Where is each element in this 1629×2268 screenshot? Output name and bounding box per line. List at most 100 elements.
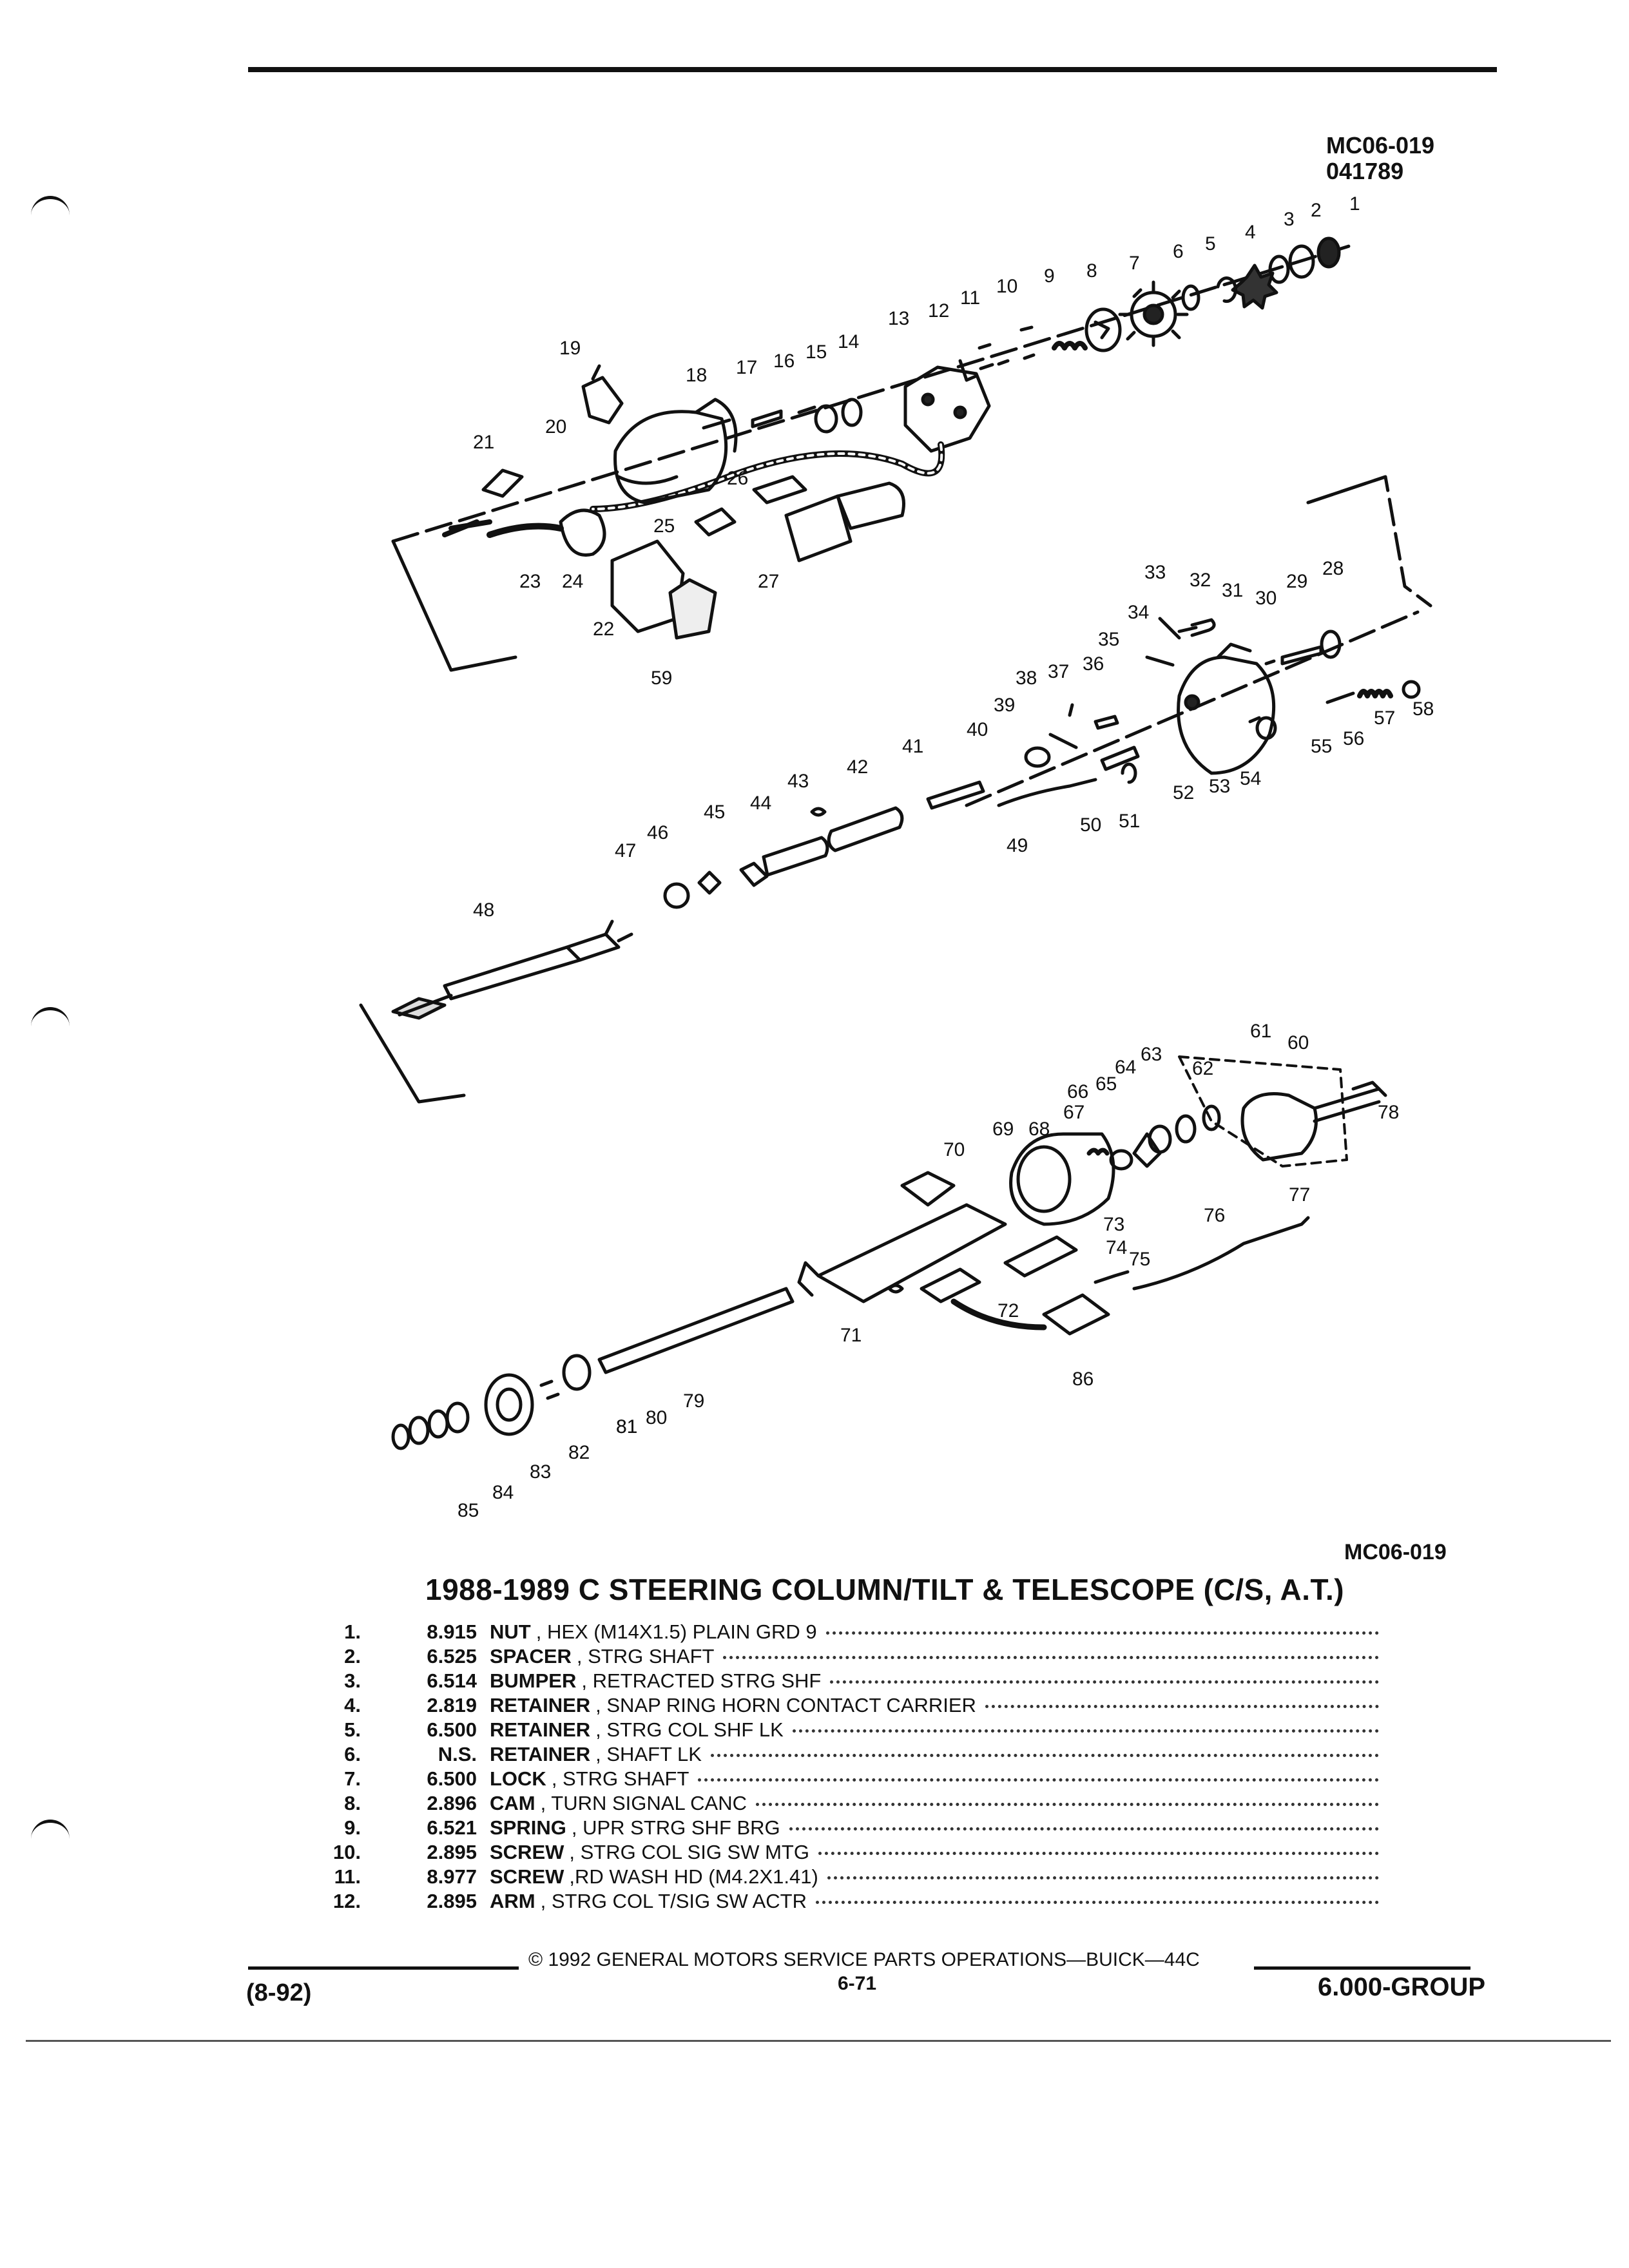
part-detail: , STRG COL SIG SW MTG [569,1841,809,1863]
callout-label: 29 [1286,571,1307,592]
callout-label: 65 [1095,1073,1117,1095]
diagram-bottom-code: MC06-019 [1344,1540,1447,1564]
callout-label: 58 [1412,698,1434,720]
diagram-title: 1988-1989 C STEERING COLUMN/TILT & TELES… [425,1573,1345,1606]
part-number: 6. [344,1743,361,1765]
leader-dots [816,1889,1379,1904]
part-name: BUMPER [490,1669,577,1692]
callout-label: 10 [996,276,1017,297]
part-description: SPRING, UPR STRG SHF BRG [490,1816,1379,1840]
part-group: 8.915 [427,1620,477,1643]
callout-label: 16 [773,351,795,372]
part-name: CAM [490,1792,535,1814]
callout-label: 82 [568,1442,590,1463]
callout-label: 18 [686,365,707,386]
part-group: N.S. [438,1743,477,1765]
leader-dots [789,1816,1379,1831]
steering-column-exploded-diagram: 1 2 3 4 5 6 7 8 9 10 11 12 13 14 15 16 1… [359,193,1447,1564]
part-name: SPACER [490,1645,572,1667]
part-number: 11. [334,1865,361,1888]
leader-dots [985,1693,1379,1708]
callout-label: 66 [1067,1081,1088,1102]
leader-dots [792,1718,1379,1733]
part-name: SPRING [490,1816,566,1839]
bottom-rule [26,2040,1611,2042]
callout-label: 42 [847,756,868,778]
callout-label: 30 [1255,588,1277,609]
part-name: RETAINER [490,1694,591,1716]
callout-label: 70 [943,1139,965,1160]
callout-label: 3 [1284,209,1295,230]
part-number: 2. [344,1645,361,1667]
callout-label: 8 [1086,260,1097,282]
part-description: LOCK, STRG SHAFT [490,1767,1379,1791]
callout-label: 37 [1048,661,1069,682]
callout-label: 75 [1129,1249,1150,1270]
revision-date: (8-92) [246,1979,312,2006]
callout-label: 86 [1072,1369,1094,1390]
callout-label: 13 [888,308,909,329]
leader-dots [698,1767,1379,1782]
part-detail: , STRG COL SHF LK [595,1718,784,1741]
callout-label: 35 [1098,629,1119,650]
callout-label: 11 [960,287,980,309]
part-group: 2.895 [427,1841,477,1863]
callout-label: 12 [928,300,949,322]
callout-label: 45 [704,802,725,823]
callout-label: 81 [616,1416,637,1437]
part-group: 6.514 [427,1669,477,1692]
part-name: LOCK [490,1767,546,1790]
diagram-date-code: 041789 [1326,158,1404,184]
leader-dots [825,1620,1379,1635]
part-number: 1. [344,1620,361,1643]
part-group: 6.500 [427,1718,477,1741]
callout-label: 62 [1192,1058,1213,1079]
callout-label: 69 [992,1119,1014,1140]
part-name: RETAINER [490,1718,591,1741]
copyright-notice: © 1992 GENERAL MOTORS SERVICE PARTS OPER… [528,1949,1200,1970]
part-detail: , STRG SHAFT [576,1645,715,1667]
footer-rule-right [1254,1966,1470,1970]
part-detail: , RETRACTED STRG SHF [581,1669,822,1692]
callout-label: 6 [1173,241,1184,262]
part-row: 7. 6.500 LOCK, STRG SHAFT [271,1767,1379,1791]
callout-label: 31 [1222,580,1243,601]
callout-label: 33 [1144,562,1166,583]
part-number: 5. [344,1718,361,1741]
callout-label: 20 [545,416,566,437]
part-detail: , HEX (M14X1.5) PLAIN GRD 9 [535,1620,817,1643]
part-name: SCREW [490,1865,564,1888]
callout-label: 32 [1190,570,1211,591]
callout-label: 52 [1173,782,1194,803]
callout-label: 54 [1240,768,1261,789]
footer-rule-left [248,1966,519,1970]
diagram-code: MC06-019 [1326,132,1435,159]
part-number: 9. [344,1816,361,1839]
part-description: ARM, STRG COL T/SIG SW ACTR [490,1889,1379,1914]
part-group: 6.521 [427,1816,477,1839]
callout-label: 56 [1343,728,1364,749]
callout-label: 1 [1349,193,1360,215]
part-description: RETAINER, SHAFT LK [490,1742,1379,1767]
callout-label: 15 [805,341,827,363]
part-group: 2.896 [427,1792,477,1814]
leader-dots [818,1840,1379,1855]
part-name: ARM [490,1890,535,1912]
part-group: 2.895 [427,1890,477,1912]
part-group: 6.500 [427,1767,477,1790]
part-description: SCREW,RD WASH HD (M4.2X1.41) [490,1865,1379,1889]
part-number: 10. [333,1841,361,1863]
part-description: SPACER, STRG SHAFT [490,1644,1379,1669]
callout-label: 63 [1141,1044,1162,1065]
callout-label: 44 [750,793,771,814]
callout-labels: 1 2 3 4 5 6 7 8 9 10 11 12 13 14 15 16 1… [458,193,1434,1521]
callout-label: 53 [1209,776,1230,797]
callout-label: 17 [736,357,757,378]
callout-label: 49 [1007,835,1028,856]
part-number: 7. [344,1767,361,1790]
part-description: RETAINER, SNAP RING HORN CONTACT CARRIER [490,1693,1379,1718]
